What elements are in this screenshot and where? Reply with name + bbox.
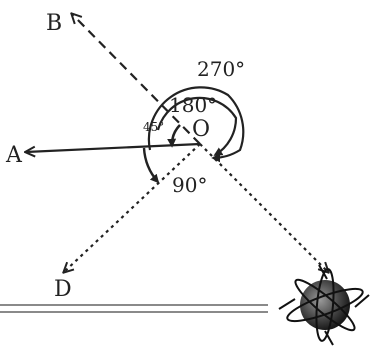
ray-ob <box>72 14 201 145</box>
point-b-label: B <box>46 11 62 36</box>
angle-180-label: 180° <box>169 93 217 117</box>
ray-od <box>64 143 201 272</box>
angle-arc-180 <box>156 96 238 156</box>
ray-oa <box>26 142 201 152</box>
sun-icon <box>278 264 370 346</box>
point-a-label: A <box>5 143 23 168</box>
angle-270-label: 270° <box>197 57 245 81</box>
ray-o-sun <box>199 143 328 272</box>
point-d-label: D <box>54 277 72 302</box>
angle-45-label: 45° <box>143 120 164 134</box>
angle-arc-270 <box>147 86 245 163</box>
angle-90-label: 90° <box>172 173 207 197</box>
origin-label: O <box>192 117 210 142</box>
angle-arc-45 <box>167 124 181 148</box>
angle-arc-90 <box>142 147 160 184</box>
